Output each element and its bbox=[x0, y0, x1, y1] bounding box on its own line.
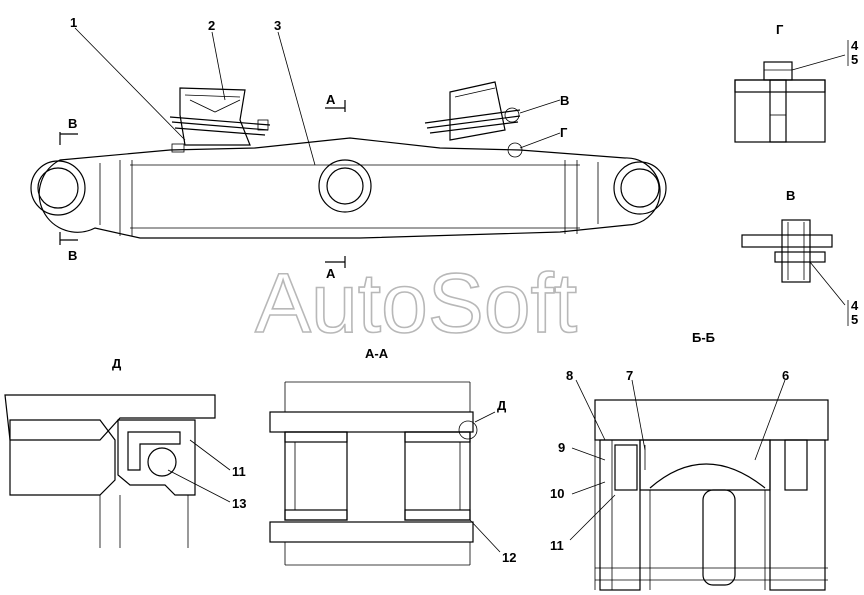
callout-d-13: 13 bbox=[232, 496, 246, 511]
right-bracket bbox=[424, 81, 523, 158]
callout-5-bottom: 5 bbox=[851, 312, 858, 327]
view-g bbox=[734, 54, 846, 143]
left-bracket bbox=[169, 87, 271, 153]
view-title-g: Г bbox=[776, 22, 784, 37]
callout-bb-9: 9 bbox=[558, 440, 565, 455]
main-beam-view bbox=[30, 27, 667, 268]
view-bb bbox=[569, 379, 829, 591]
callout-3: 3 bbox=[274, 18, 281, 33]
callout-d-11: 11 bbox=[232, 464, 246, 479]
callout-aa-12: 12 bbox=[502, 550, 516, 565]
view-title-d: Д bbox=[112, 356, 122, 371]
section-mark-v: В bbox=[560, 93, 569, 108]
callout-2: 2 bbox=[208, 18, 215, 33]
view-title-bb: Б-Б bbox=[692, 330, 715, 345]
section-mark-d: Д bbox=[497, 398, 507, 413]
callout-bb-8: 8 bbox=[566, 368, 573, 383]
callout-bb-7: 7 bbox=[626, 368, 633, 383]
callout-1: 1 bbox=[70, 15, 77, 30]
section-mark-a-bottom: А bbox=[326, 266, 336, 281]
section-mark-a-top: А bbox=[326, 92, 336, 107]
callout-bb-11: 11 bbox=[550, 538, 564, 553]
view-aa bbox=[269, 381, 501, 566]
right-eye bbox=[613, 161, 667, 215]
beam-outline bbox=[38, 137, 661, 239]
view-d bbox=[4, 394, 231, 548]
callout-bb-6: 6 bbox=[782, 368, 789, 383]
callout-bb-10: 10 bbox=[550, 486, 564, 501]
left-eye bbox=[30, 160, 86, 216]
view-title-v: В bbox=[786, 188, 795, 203]
view-title-aa: А-А bbox=[365, 346, 389, 361]
callout-4-top: 4 bbox=[851, 38, 859, 53]
watermark: AutoSoft bbox=[255, 256, 577, 350]
section-mark-g: Г bbox=[560, 125, 568, 140]
view-v bbox=[741, 219, 846, 306]
section-mark-b-top: В bbox=[68, 116, 77, 131]
callout-5-top: 5 bbox=[851, 52, 858, 67]
center-bushing bbox=[318, 159, 372, 213]
section-mark-b-bottom: В bbox=[68, 248, 77, 263]
callout-4-bottom: 4 bbox=[851, 298, 859, 313]
